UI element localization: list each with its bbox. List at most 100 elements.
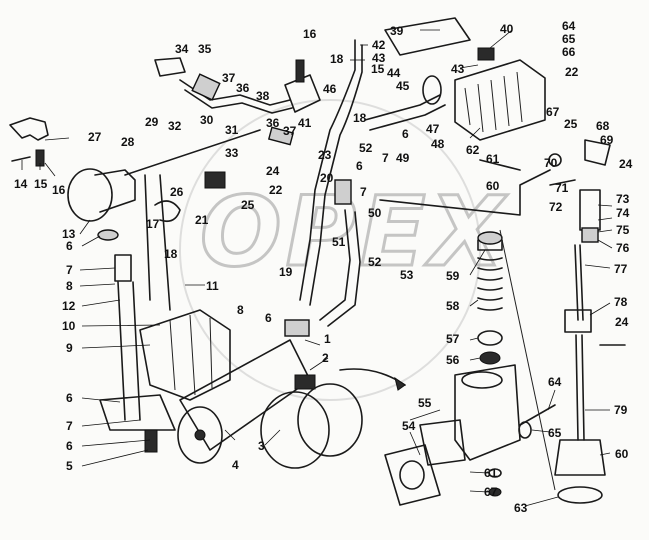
- callout-26: 26: [170, 185, 184, 199]
- callout-74: 74: [616, 206, 630, 220]
- pipe-71: [549, 179, 576, 186]
- callout-35: 35: [198, 42, 212, 56]
- heater-ribs: [169, 314, 213, 396]
- housing-55: [454, 364, 521, 461]
- callout-59: 59: [446, 269, 460, 283]
- callout-56: 56: [446, 353, 460, 367]
- callout-68: 68: [596, 119, 610, 133]
- leader-lines: [21, 29, 613, 507]
- hose-37: [191, 73, 221, 101]
- callout-41: 41: [298, 116, 312, 130]
- coupling: [284, 319, 310, 337]
- callout-73: 73: [616, 192, 630, 206]
- heater-housing: [139, 309, 231, 401]
- callout-53: 53: [400, 268, 414, 282]
- callout-34: 34: [175, 42, 189, 56]
- callout-24: 24: [615, 315, 629, 329]
- callout-65: 65: [548, 426, 562, 440]
- plate-39: [384, 17, 471, 56]
- callout-75: 75: [616, 223, 630, 237]
- callout-27: 27: [88, 130, 102, 144]
- callout-7: 7: [360, 185, 367, 199]
- hose-sleeve: [114, 254, 132, 282]
- pipe-62: [479, 159, 521, 171]
- callout-25: 25: [241, 198, 255, 212]
- callout-13: 13: [62, 227, 76, 241]
- callout-7: 7: [66, 263, 73, 277]
- flange-55: [419, 419, 466, 466]
- callout-20: 20: [320, 171, 334, 185]
- callout-7: 7: [382, 151, 389, 165]
- fitting-34: [154, 57, 186, 77]
- fuel-line-a: [299, 39, 356, 301]
- callout-19: 19: [279, 265, 293, 279]
- pipe-60: [379, 169, 551, 216]
- callout-79: 79: [614, 403, 628, 417]
- callout-43: 43: [372, 51, 386, 65]
- callout-37: 37: [283, 124, 297, 138]
- motor-shaft: [194, 429, 206, 441]
- upper-pipe-2: [184, 89, 293, 114]
- funnel-body: [94, 169, 136, 213]
- callout-15: 15: [371, 62, 385, 76]
- fitting-80: [554, 439, 606, 476]
- washer-57: [477, 330, 503, 346]
- callout-22: 22: [565, 65, 579, 79]
- nut-56: [479, 351, 501, 365]
- cap-40: [477, 47, 495, 61]
- motor-end-cap: [177, 406, 223, 464]
- callout-67: 67: [484, 485, 498, 499]
- rod-28: [124, 129, 261, 176]
- callout-15: 15: [34, 177, 48, 191]
- callout-61: 61: [484, 466, 498, 480]
- ring-47: [422, 75, 442, 105]
- callout-16: 16: [52, 183, 66, 197]
- bolt-part: [11, 156, 31, 162]
- clamp-ring: [97, 229, 119, 241]
- callout-17: 17: [146, 217, 160, 231]
- bracket-part: [9, 117, 49, 141]
- callout-4: 4: [232, 458, 239, 472]
- fuel-line-b: [309, 44, 363, 306]
- callout-70: 70: [544, 156, 558, 170]
- callout-1: 1: [324, 332, 331, 346]
- filter-cup: [581, 227, 599, 243]
- callout-23: 23: [318, 148, 332, 162]
- callout-30: 30: [200, 113, 214, 127]
- callout-43: 43: [451, 62, 465, 76]
- watermark-text: OPEX: [200, 176, 508, 288]
- fuel-tank: [454, 59, 546, 141]
- callout-42: 42: [372, 38, 386, 52]
- washer-61: [488, 468, 502, 478]
- funnel-flange: [67, 168, 113, 222]
- callout-33: 33: [225, 146, 239, 160]
- callout-50: 50: [368, 206, 382, 220]
- callout-64: 64: [562, 19, 576, 33]
- callout-71: 71: [555, 181, 569, 195]
- callout-10: 10: [62, 319, 76, 333]
- callout-2: 2: [322, 351, 329, 365]
- callout-45: 45: [396, 79, 410, 93]
- callout-51: 51: [332, 235, 346, 249]
- callout-28: 28: [121, 135, 135, 149]
- gasket-54: [384, 444, 441, 506]
- callout-40: 40: [500, 22, 514, 36]
- callout-36: 36: [266, 116, 280, 130]
- callout-72: 72: [549, 200, 563, 214]
- clamp-lug: [294, 374, 316, 390]
- callout-6: 6: [265, 311, 272, 325]
- callout-76: 76: [616, 241, 630, 255]
- callout-11: 11: [206, 279, 219, 293]
- callout-61: 61: [486, 152, 500, 166]
- callout-69: 69: [600, 133, 614, 147]
- clamp-band-a: [260, 391, 330, 469]
- callout-60: 60: [615, 447, 629, 461]
- leader-long: [499, 229, 556, 491]
- callout-25: 25: [564, 117, 578, 131]
- washer-65: [518, 421, 532, 439]
- gasket-hole: [399, 460, 425, 490]
- callout-47: 47: [426, 122, 440, 136]
- callout-29: 29: [145, 115, 159, 129]
